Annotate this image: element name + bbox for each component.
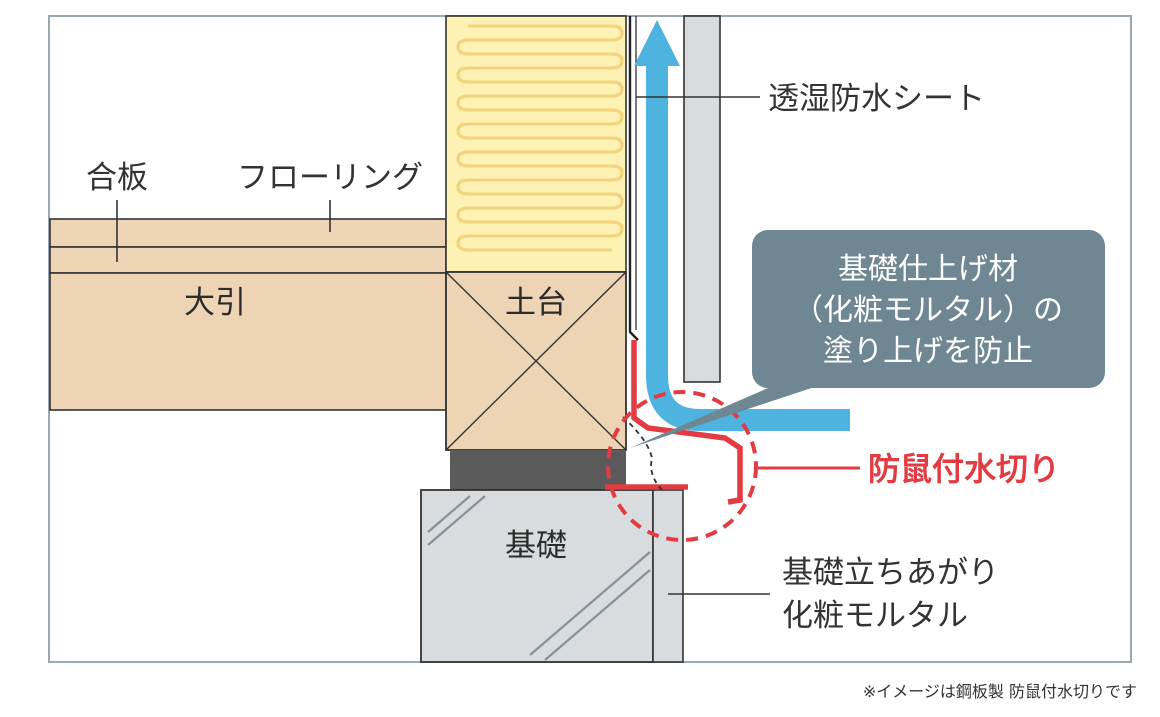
label-foundation-finish-2: 化粧モルタル [782,598,968,634]
sill-dodai [445,271,627,451]
label-sill: 土台 [505,285,567,321]
foundation-packing [450,450,626,490]
label-flashing: 防鼠付水切り [868,450,1060,488]
label-foundation-finish-1: 基礎立ちあがり [782,555,999,591]
label-membrane: 透湿防水シート [768,81,985,117]
beam-oobiki [49,272,447,411]
flashing-detail [605,340,743,505]
footnote: ※イメージは鋼板製 防鼠付水切りです [863,682,1137,701]
label-foundation: 基礎 [505,528,567,564]
flooring-board [49,218,447,248]
label-plywood: 合板 [86,160,148,196]
foundation-finish-mortar [652,489,684,663]
label-beam: 大引 [184,285,246,321]
callout-line-3: 塗り上げを防止 [823,334,1033,369]
floor-assembly [49,218,447,411]
foundation-kiso [420,489,684,663]
exterior-siding [683,15,721,383]
insulation [445,15,627,273]
plywood-board [49,246,447,274]
callout-bubble: 基礎仕上げ材 （化粧モルタル）の 塗り上げを防止 [630,230,1105,448]
membrane-line [628,16,639,341]
label-flooring: フローリング [237,160,423,196]
callout-line-1: 基礎仕上げ材 [838,252,1018,287]
callout-line-2: （化粧モルタル）の [793,293,1063,328]
flashing-highlight-circle [606,390,758,542]
